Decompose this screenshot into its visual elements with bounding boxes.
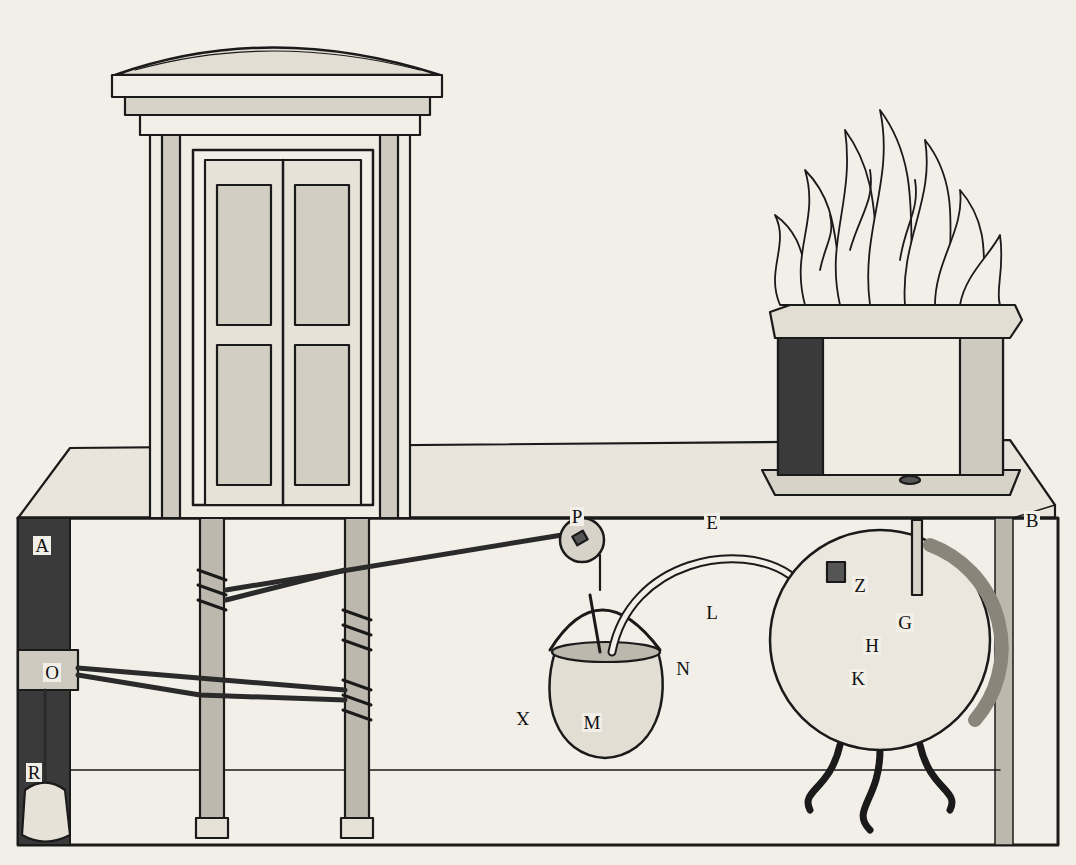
part-letter: G bbox=[896, 613, 914, 632]
weight bbox=[22, 783, 70, 842]
part-letter: E bbox=[704, 513, 720, 532]
part-letter: Z bbox=[852, 576, 868, 595]
part-letter: N bbox=[674, 659, 692, 678]
part-letter: K bbox=[849, 669, 867, 688]
vessel bbox=[549, 595, 662, 758]
part-letter: O bbox=[43, 663, 61, 682]
part-letter: A bbox=[33, 536, 51, 555]
part-letter: B bbox=[1024, 511, 1041, 530]
part-letter: M bbox=[582, 713, 603, 732]
part-letter: H bbox=[863, 636, 881, 655]
part-letter: X bbox=[514, 709, 532, 728]
altar bbox=[762, 305, 1022, 495]
flames bbox=[775, 110, 1001, 305]
temple bbox=[112, 48, 442, 519]
pulley bbox=[560, 518, 604, 590]
ropes bbox=[45, 535, 562, 780]
part-letter: L bbox=[704, 603, 720, 622]
part-letter: R bbox=[26, 763, 43, 782]
sphere bbox=[770, 520, 1002, 830]
part-letter: P bbox=[570, 507, 585, 526]
